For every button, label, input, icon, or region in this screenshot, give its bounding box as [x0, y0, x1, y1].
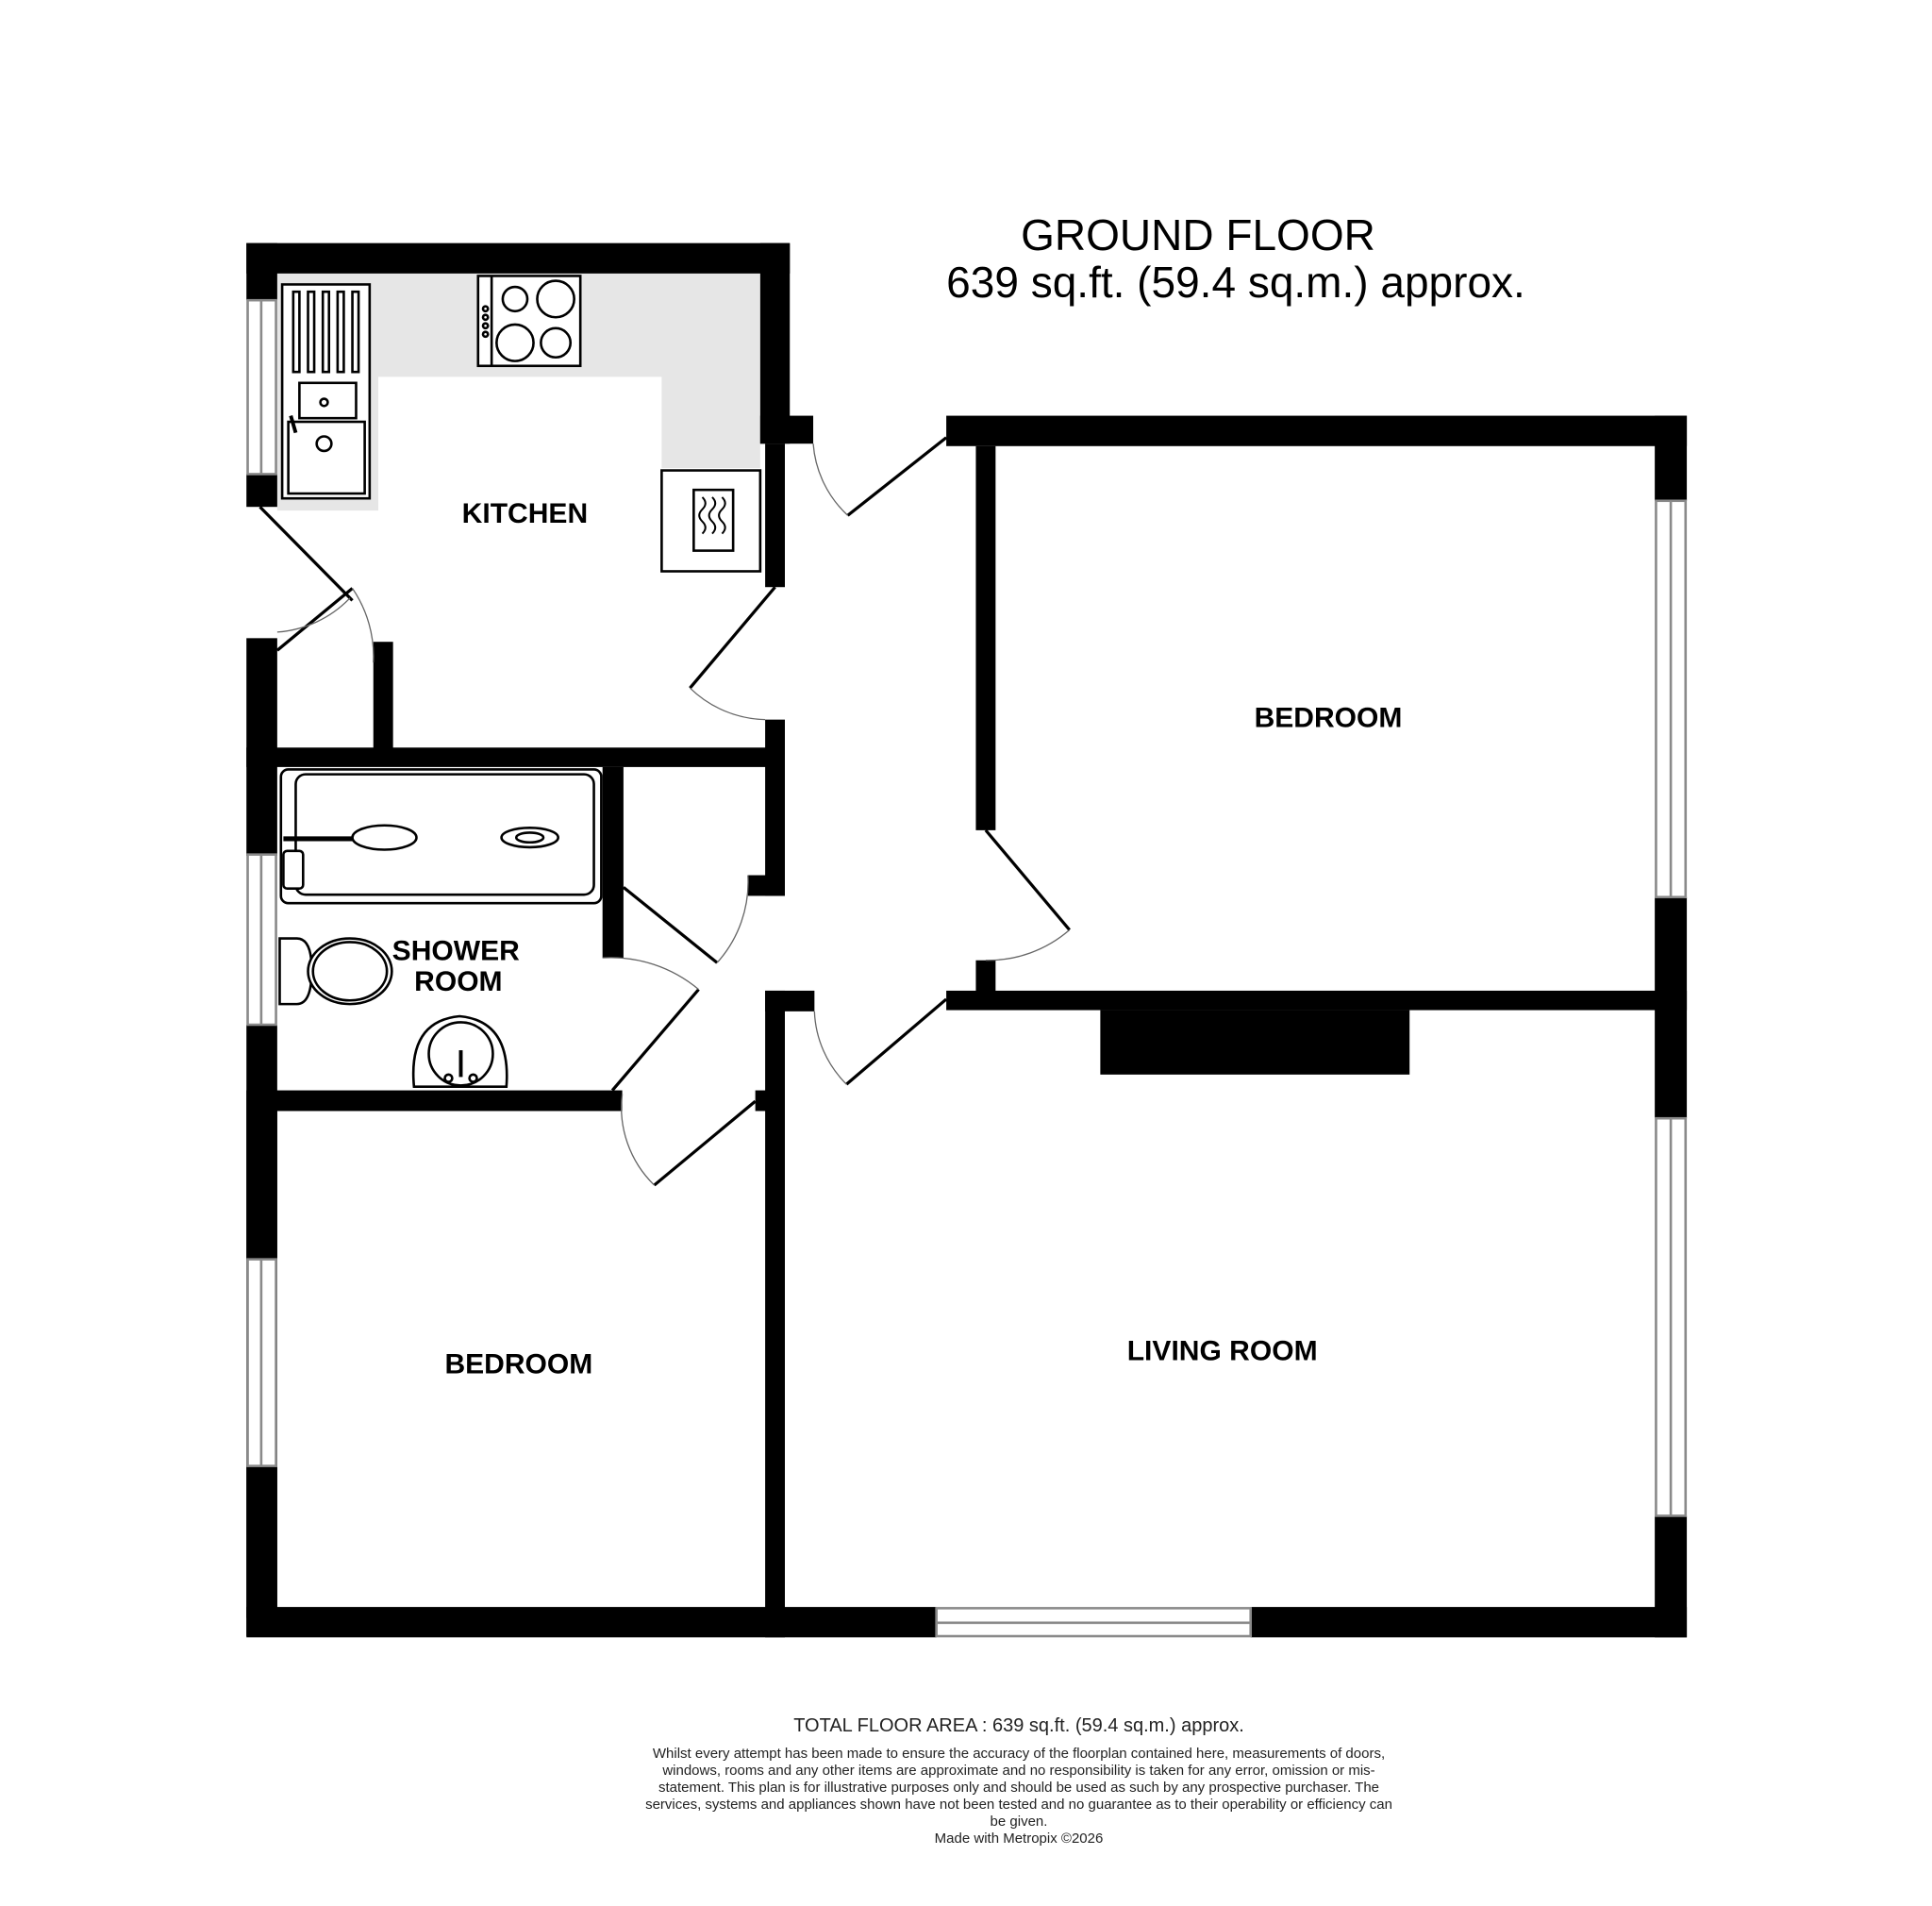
kitchen-worktop: [276, 273, 760, 511]
disclaimer: Whilst every attempt has been made to en…: [645, 1746, 1392, 1830]
microwave: [660, 469, 762, 573]
fireplace: [1100, 1010, 1410, 1075]
floor-area: 639 sq.ft. (59.4 sq.m.) approx.: [946, 258, 1525, 307]
toilet: [278, 937, 393, 1006]
room-label-bedroom-2: BEDROOM: [444, 1349, 592, 1380]
room-label-shower-line2: ROOM: [414, 966, 502, 997]
windows: [246, 298, 1688, 1638]
shower-tray: [279, 768, 603, 905]
sink-drainer: [280, 283, 372, 500]
doors: [258, 436, 1071, 1187]
hob: [476, 275, 582, 368]
credit: Made with Metropix ©2026: [934, 1831, 1104, 1847]
wash-basin: [411, 1014, 508, 1088]
room-label-kitchen: KITCHEN: [462, 498, 588, 529]
room-label-living-room: LIVING ROOM: [1127, 1336, 1318, 1367]
total-floor-area: TOTAL FLOOR AREA : 639 sq.ft. (59.4 sq.m…: [793, 1715, 1244, 1736]
floor-name: GROUND FLOOR: [1021, 210, 1375, 259]
room-label-bedroom-1: BEDROOM: [1255, 703, 1403, 734]
room-label-shower-line1: SHOWER: [392, 936, 520, 967]
